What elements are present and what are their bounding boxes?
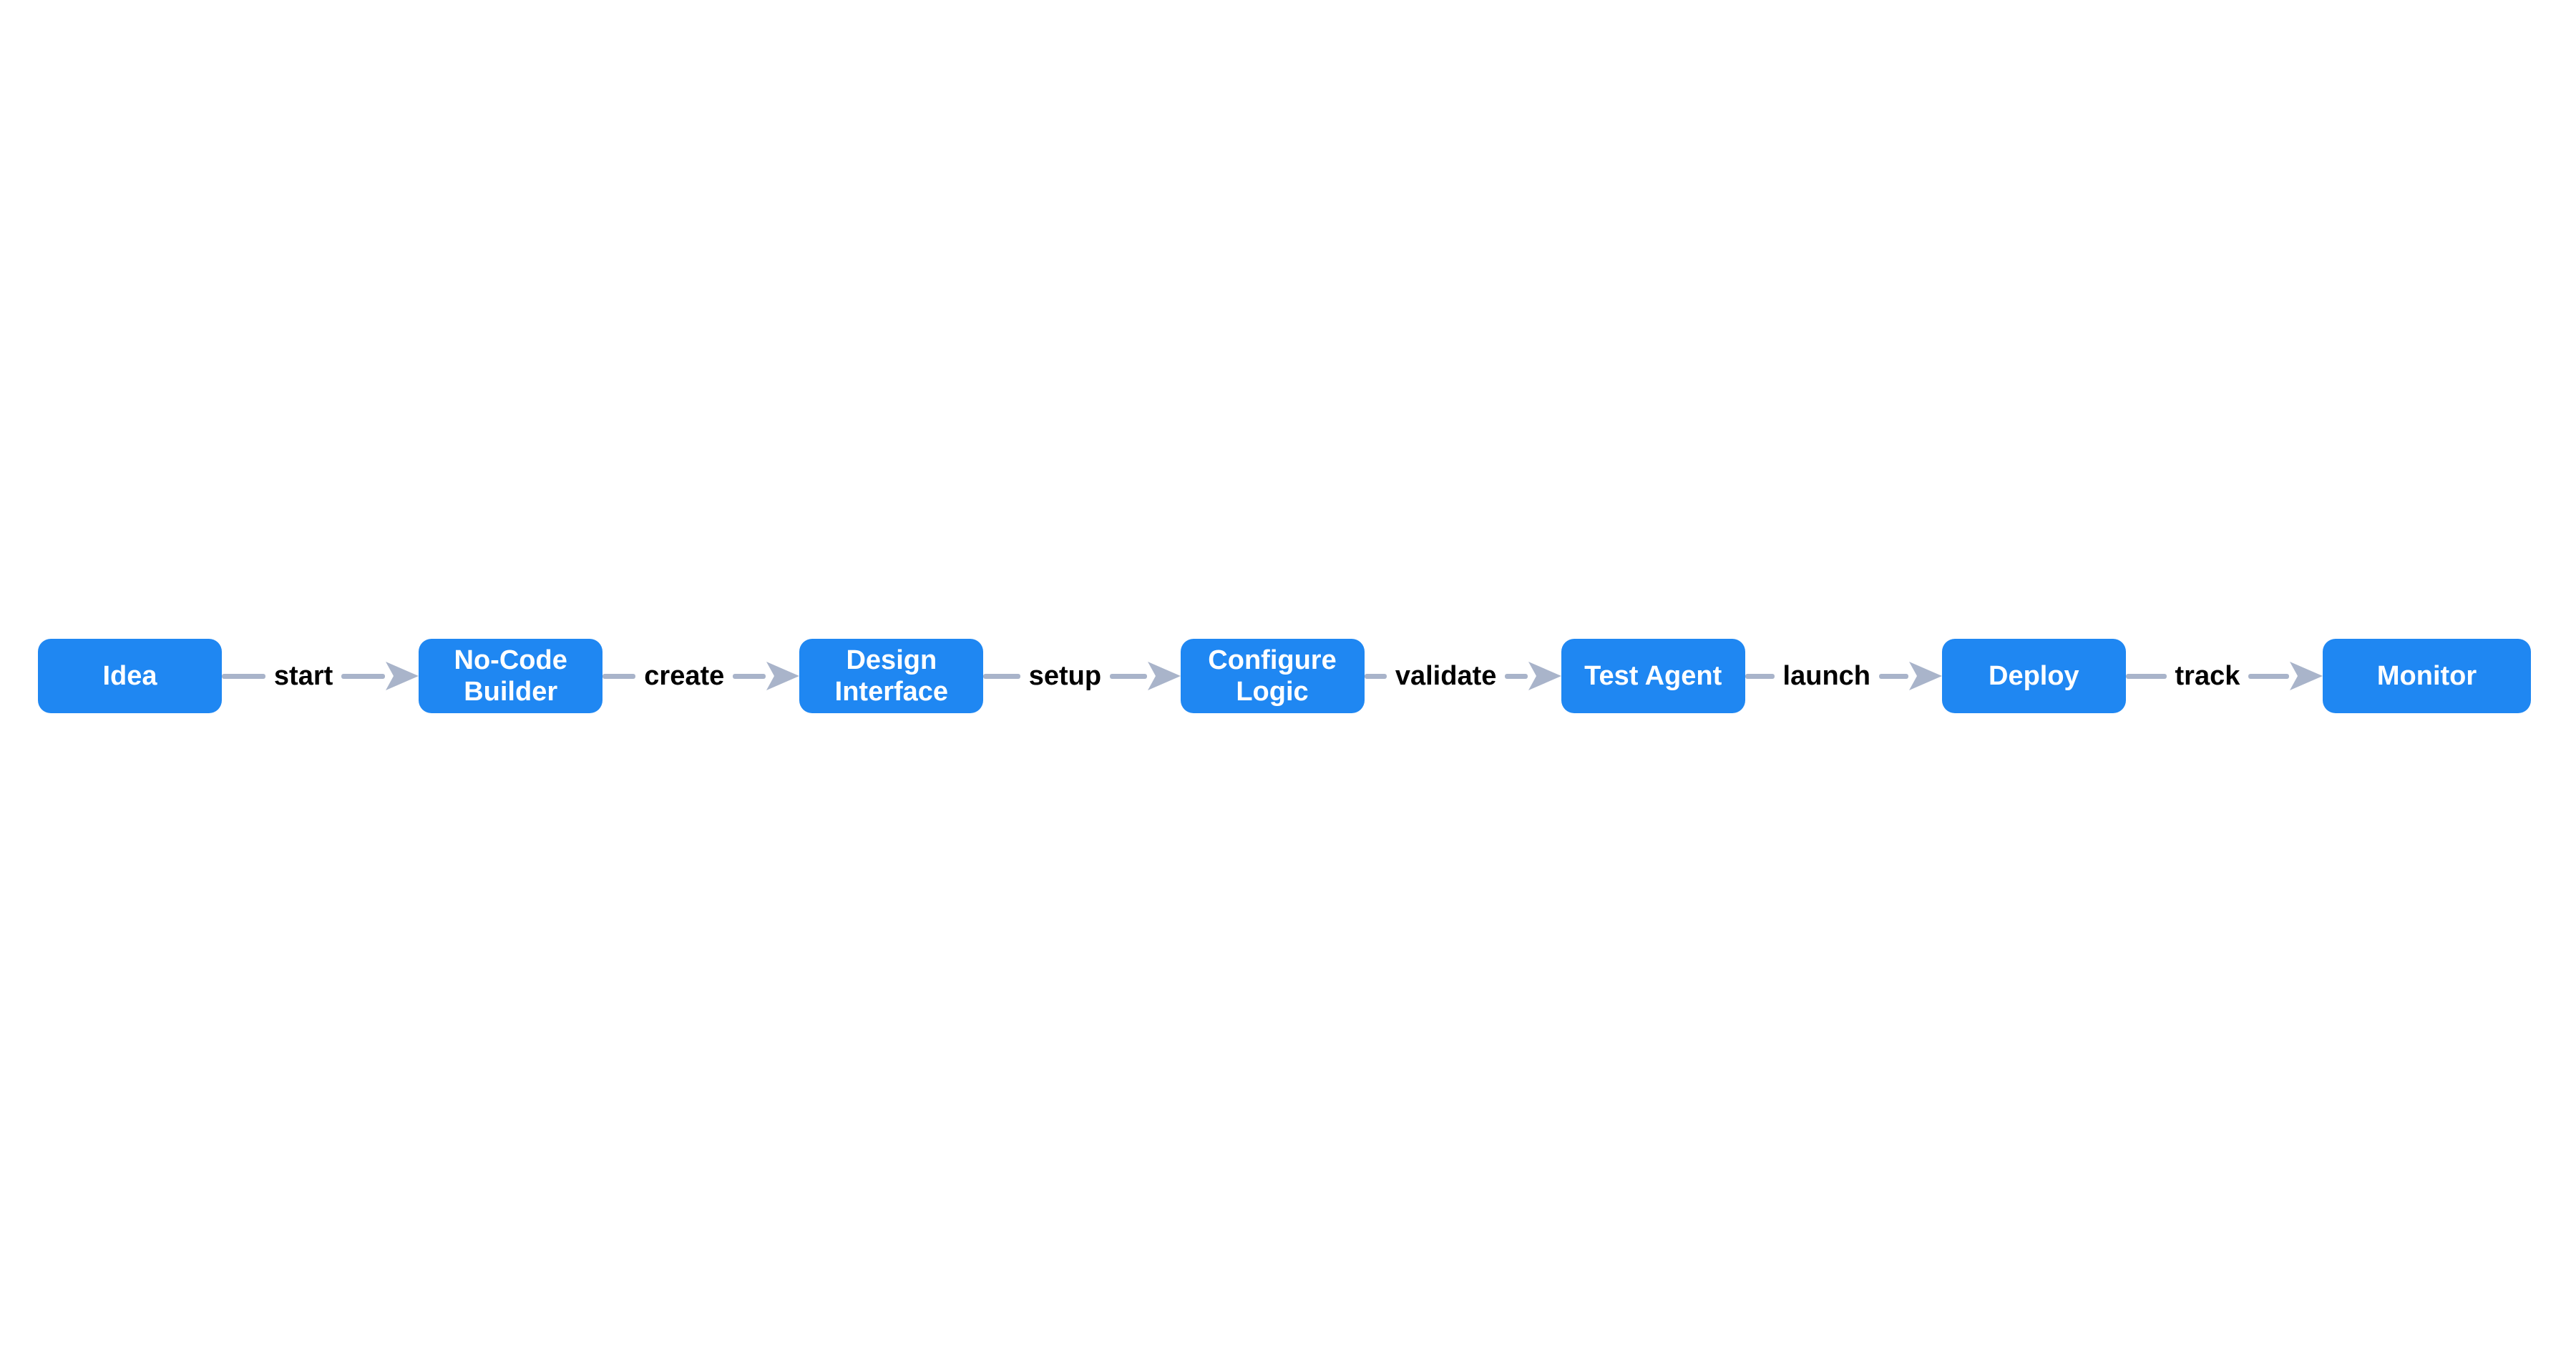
node-no-code-builder: No-Code Builder (419, 639, 603, 713)
flowchart: Idea start No-Code Builder create Design… (38, 639, 2532, 713)
edge-line (2125, 673, 2167, 679)
edge-line (733, 673, 766, 679)
edge-label: setup (1028, 660, 1102, 691)
edge-line (1110, 673, 1147, 679)
edge-track: track (2125, 639, 2323, 713)
edge-create: create (602, 639, 800, 713)
edge-label: track (2175, 660, 2240, 691)
arrowhead-icon (1147, 662, 1181, 690)
edge-start: start (222, 639, 419, 713)
edge-label: create (644, 660, 725, 691)
arrowhead-icon (1528, 662, 1561, 690)
edge-line (1879, 673, 1908, 679)
arrowhead-icon (766, 662, 800, 690)
edge-label: launch (1782, 660, 1871, 691)
edge-label: validate (1395, 660, 1497, 691)
edge-line (602, 673, 636, 679)
edge-launch: launch (1745, 639, 1942, 713)
edge-label: start (273, 660, 333, 691)
arrowhead-icon (1908, 662, 1942, 690)
edge-line (1364, 673, 1387, 679)
edge-line (1745, 673, 1775, 679)
edge-setup: setup (983, 639, 1181, 713)
node-monitor: Monitor (2323, 639, 2532, 713)
arrowhead-icon (386, 662, 419, 690)
node-design-interface: Design Interface (799, 639, 984, 713)
node-idea: Idea (38, 639, 222, 713)
node-deploy: Deploy (1941, 639, 2126, 713)
edge-line (2248, 673, 2290, 679)
edge-line (341, 673, 386, 679)
edge-line (1505, 673, 1528, 679)
edge-line (222, 673, 265, 679)
node-configure-logic: Configure Logic (1180, 639, 1365, 713)
edge-validate: validate (1364, 639, 1561, 713)
edge-line (983, 673, 1020, 679)
arrowhead-icon (2290, 662, 2323, 690)
node-test-agent: Test Agent (1561, 639, 1745, 713)
